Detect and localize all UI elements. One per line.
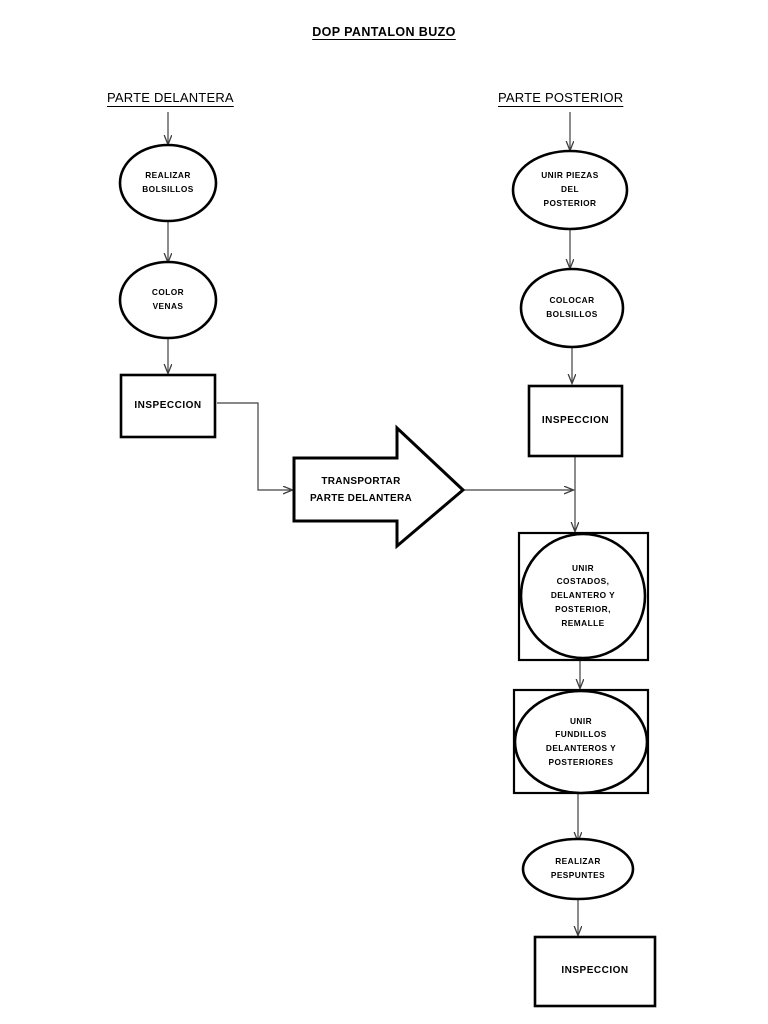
column-header-parte-delantera: PARTE DELANTERA xyxy=(107,90,234,105)
node-colocar-bolsillos xyxy=(519,267,625,349)
node-realizar-pespuntes xyxy=(521,837,635,901)
node-unir-piezas-posterior xyxy=(511,149,629,231)
node-unir-fundillos-ellipse xyxy=(513,689,649,795)
node-inspeccion-posterior xyxy=(527,384,624,458)
node-realizar-bolsillos xyxy=(118,143,218,223)
node-transportar-parte-delantera xyxy=(292,424,466,550)
page-title: DOP PANTALON BUZO xyxy=(312,25,456,39)
node-unir-costados-circle xyxy=(519,532,647,660)
column-header-parte-posterior: PARTE POSTERIOR xyxy=(498,90,624,105)
node-color-venas xyxy=(118,260,218,340)
node-inspeccion-delantera xyxy=(119,373,217,439)
node-inspeccion-final xyxy=(533,935,657,1008)
connector-inspeccion-to-transporte xyxy=(217,402,292,490)
